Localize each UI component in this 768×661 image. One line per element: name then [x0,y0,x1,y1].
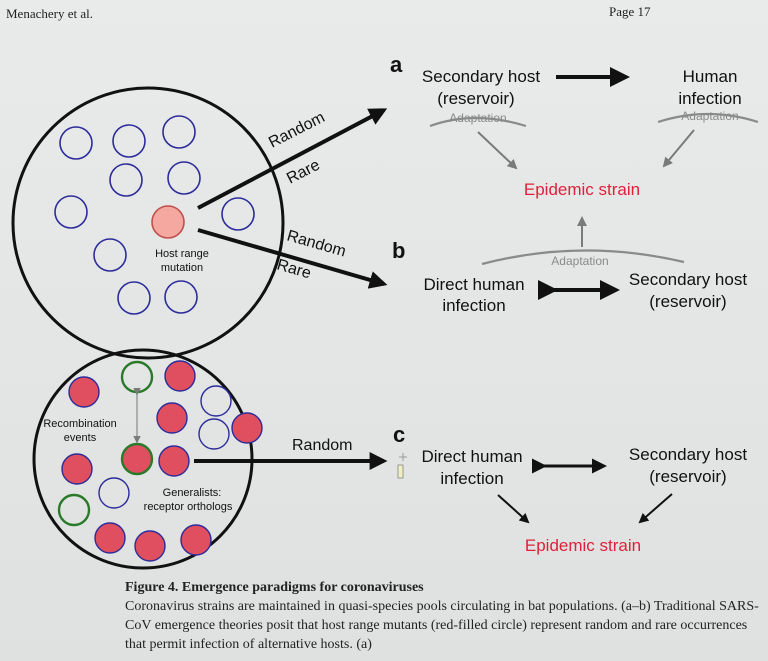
adaptation-arrow-left [477,131,518,170]
virus-circle [164,280,198,314]
panel-c-direct-human-line1: Direct human [421,447,522,466]
panel-b-direct-human-line1: Direct human [423,275,524,294]
generalists-label-line1: Generalists: [163,487,222,499]
virus-circle-red [180,524,212,556]
recombinant-circle [120,360,154,394]
panel-a-human-line2: infection [678,89,741,108]
caption-body: Coronavirus strains are maintained in qu… [125,599,759,652]
panel-a-human-line1: Human [683,67,738,86]
virus-circle-red [158,445,190,477]
panel-a: a Secondary host (reservoir) Human infec… [390,52,759,199]
virus-circle [93,238,127,272]
virus-circle [200,385,232,417]
virus-circle [59,126,93,160]
adaptation-arrow-right [662,129,695,168]
virus-circle [117,281,151,315]
panel-c-direct-human-line2: infection [440,469,503,488]
virus-circle-red [61,453,93,485]
adaptation-bracket-right [657,112,759,124]
panel-b-adaptation: Adaptation [551,254,608,268]
virus-circle [162,115,196,149]
panel-b-direct-human-line2: infection [442,296,505,315]
adaptation-bracket-b [481,249,685,266]
host-range-mutant [151,205,185,239]
panel-c-secondary-line2: (reservoir) [649,467,726,486]
recombination-label-line2: events [64,432,97,444]
panel-c-letter: c [393,422,405,447]
panel-a-letter: a [390,52,403,77]
panel-b-letter: b [392,238,405,263]
running-header-page: Page 17 [609,4,651,19]
arrow-c-random: Random [292,437,352,454]
mutation-label-line1: Host range [155,248,209,260]
quasispecies-pool-top: Host range mutation [11,86,285,360]
cursor-marks [397,453,407,479]
recombinant-circle [57,493,91,527]
virus-circle [221,197,255,231]
panel-a-secondary-host-line2: (reservoir) [437,89,514,108]
caption-title: Figure 4. Emergence paradigms for corona… [125,580,424,595]
virus-circle [109,163,143,197]
virus-circle-red [156,402,188,434]
virus-circle-red [231,412,263,444]
adaptation-label-right: Adaptation [681,109,738,123]
recombinant-circle [120,442,154,476]
virus-circle-red [164,360,196,392]
arrow-b-random: Random [285,228,348,261]
mutation-label-line2: mutation [161,262,203,274]
arrow-to-panel-a [197,108,388,210]
panel-c: c Direct human infection Secondary host … [393,422,747,555]
recombination-label-line1: Recombination [43,418,116,430]
running-header-authors: Menachery et al. [6,6,93,21]
panel-c-epidemic-strain: Epidemic strain [525,536,641,555]
virus-circle [112,124,146,158]
panel-b-secondary-line2: (reservoir) [649,292,726,311]
virus-circles-blue [54,115,255,315]
virus-circle [198,418,230,450]
virus-circle-red [94,522,126,554]
arrow-human-to-epidemic [497,494,530,524]
arrow-secondary-to-epidemic [638,493,673,524]
virus-circle [167,161,201,195]
quasispecies-pool-bottom: Recombination events Generalists: recept… [32,348,263,570]
virus-circle-red [68,376,100,408]
generalist-circles [61,360,263,562]
panel-c-secondary-line1: Secondary host [629,445,747,464]
virus-circle [54,195,88,229]
panel-a-epidemic-strain: Epidemic strain [524,180,640,199]
pool-boundary [11,86,285,360]
adaptation-bracket-left [429,116,527,128]
generalists-label-line2: receptor orthologs [144,501,233,513]
adaptation-label-left: Adaptation [449,111,506,125]
panel-b-secondary-line1: Secondary host [629,270,747,289]
virus-circle-red [134,530,166,562]
virus-circles-blue [98,385,232,509]
figure-caption: Figure 4. Emergence paradigms for corona… [125,578,765,654]
panel-a-secondary-host-line1: Secondary host [422,67,540,86]
panel-b: b Adaptation Direct human infection Seco… [392,216,747,315]
virus-circle [98,477,130,509]
arrow-to-panel-b [197,228,388,289]
